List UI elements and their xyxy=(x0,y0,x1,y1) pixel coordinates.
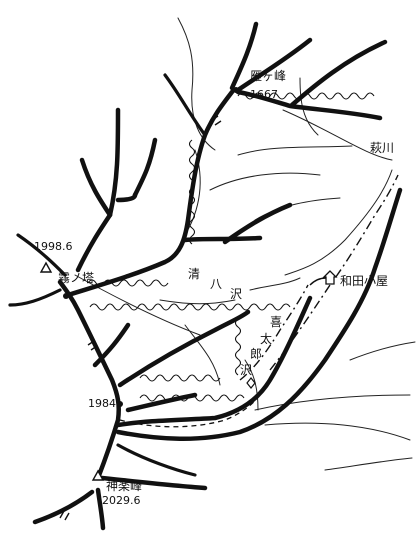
trail-wada-north xyxy=(269,174,399,371)
loop-trail-kitaro xyxy=(139,394,245,402)
stream-line xyxy=(209,172,321,191)
label-kaguramine: 神楽峰 xyxy=(106,479,142,493)
break-marker xyxy=(211,115,222,126)
ridge-kirinoto-gangamine xyxy=(65,89,235,298)
triangle-icon xyxy=(91,469,105,481)
stream-line xyxy=(254,394,411,411)
ridge-1984-east-2 xyxy=(125,392,198,413)
label-elevation-1984: 1984 xyxy=(88,397,116,410)
stream-line xyxy=(74,274,201,336)
ridges xyxy=(8,21,403,531)
ridge-spur-east-1 xyxy=(182,235,263,243)
ridge-spur-north-4 xyxy=(163,73,207,137)
ridge-1984-east-3 xyxy=(115,295,313,428)
label-gangamine: 雁ヶ峰 xyxy=(250,69,286,83)
ridge-wada-long xyxy=(115,187,403,441)
ridge-spur-north-3 xyxy=(289,39,388,108)
label-kitarozawa-4: 沢 xyxy=(240,363,252,377)
ridge-1984-east-1 xyxy=(117,309,251,388)
stream-line xyxy=(237,145,353,156)
loop-trail-kirinoto xyxy=(87,279,169,287)
stream-line xyxy=(284,169,393,276)
stream-line xyxy=(159,299,236,305)
ridge-spur-west-3 xyxy=(132,137,158,198)
ridge-spur-west-2 xyxy=(107,107,121,218)
summit-point-kirinoto xyxy=(63,293,69,299)
summit-points xyxy=(39,87,239,481)
break-marker xyxy=(59,510,70,521)
stream-line xyxy=(184,324,221,386)
ridge-spur-north-1 xyxy=(229,21,259,91)
ridge-kagura-south xyxy=(95,487,106,531)
ridge-kagura-north-spur xyxy=(116,443,197,477)
ridge-kagura-southwest xyxy=(32,489,95,525)
trail-wada-kitaro xyxy=(239,284,309,381)
labels: 雁ヶ峰 1667 萩川 1998.6 霧ノ塔 和田小屋 清 八 沢 喜 太 郎 … xyxy=(34,69,394,507)
label-seihachizawa-1: 清 xyxy=(188,267,200,281)
loop-trail-1984-east xyxy=(139,374,221,382)
ridge-spur-west-4 xyxy=(75,212,113,273)
label-kitarozawa-3: 郎 xyxy=(250,347,262,361)
stream-line xyxy=(282,109,393,161)
loop-trail-seihachi xyxy=(89,303,291,311)
loop-trail-gangamine xyxy=(237,92,375,100)
triangle-icon xyxy=(39,261,53,273)
label-gangamine-elevation: 1667 xyxy=(250,88,278,101)
ridge-spur-west-5 xyxy=(115,192,138,203)
ridge-spur-west-6 xyxy=(16,233,67,277)
ridge-spur-west-7 xyxy=(8,288,62,307)
stream-line xyxy=(349,341,416,361)
label-kirinoto: 霧ノ塔 xyxy=(58,271,94,285)
loop-trail-main-ridge xyxy=(188,139,196,245)
summit-point-1984 xyxy=(117,401,123,407)
summit-point-gangamine xyxy=(233,87,239,93)
house-symbol-icon xyxy=(322,270,338,285)
label-seihachizawa-2: 八 xyxy=(210,277,222,291)
label-elevation-2029: 2029.6 xyxy=(102,494,141,507)
label-hagawa: 萩川 xyxy=(370,141,394,155)
trail-wada-link xyxy=(309,277,327,286)
ridge-spur-east-2 xyxy=(222,202,293,245)
ridge-kagura-east xyxy=(99,475,208,491)
label-seihachizawa-3: 沢 xyxy=(230,287,242,301)
ridge-main-west xyxy=(57,279,121,481)
break-marker xyxy=(87,340,98,351)
loop-trails xyxy=(87,92,375,402)
loop-trail-kitaro-up xyxy=(234,318,242,376)
break-markers xyxy=(59,115,222,521)
stream-line xyxy=(264,422,411,441)
ridge-spur-north-2 xyxy=(235,37,313,93)
dashed-trails xyxy=(119,174,399,428)
label-kitarozawa-1: 喜 xyxy=(270,315,282,329)
stream-line xyxy=(249,277,301,291)
stream-line xyxy=(324,457,413,471)
ridge-spur-1984-west xyxy=(92,322,131,368)
label-wada-hut: 和田小屋 xyxy=(340,274,388,288)
dashed-trail-1984-wada xyxy=(119,379,271,428)
diamond-marker-icon xyxy=(246,377,256,389)
ridge-spur-west-1 xyxy=(79,157,113,218)
label-kitarozawa-2: 太 xyxy=(260,331,272,346)
label-elevation-1998: 1998.6 xyxy=(34,240,73,253)
